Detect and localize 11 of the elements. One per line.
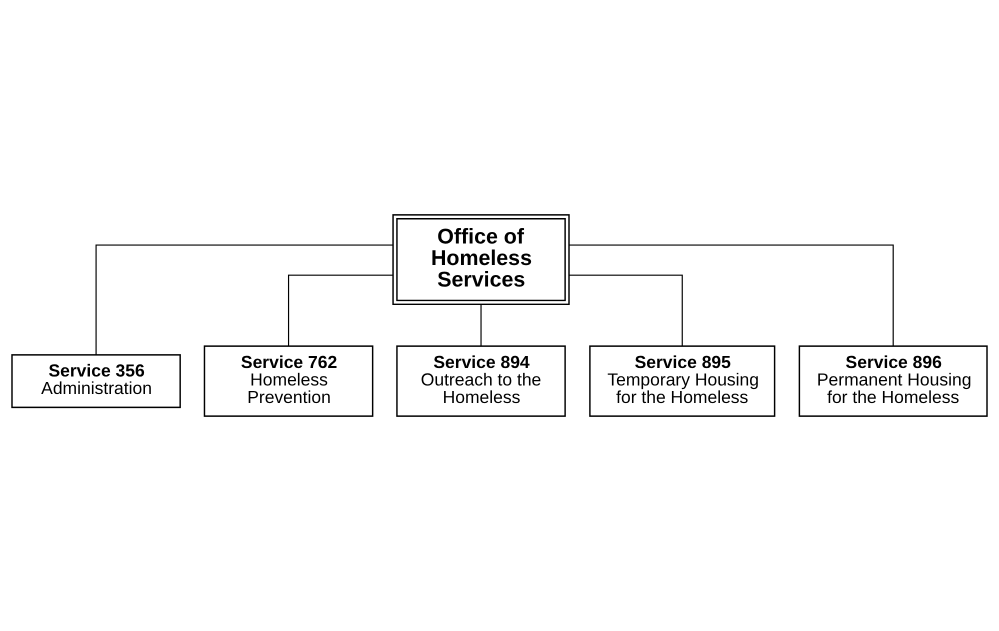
node-box: Service 894 Outreach to the Homeless: [396, 345, 566, 417]
connector: [96, 244, 393, 355]
node-box: Office of Homeless Services: [392, 214, 570, 306]
node-box: Service 356 Administration: [11, 354, 181, 408]
connector: [288, 274, 393, 346]
connector: [569, 244, 894, 346]
node-box: Service 762 Homeless Prevention: [204, 345, 374, 417]
connector: [569, 274, 683, 346]
connector: [480, 304, 482, 346]
node-box: Service 896 Permanent Housing for the Homeless: [798, 345, 988, 417]
node-box: Service 895 Temporary Housing for the Homeless: [589, 345, 776, 417]
